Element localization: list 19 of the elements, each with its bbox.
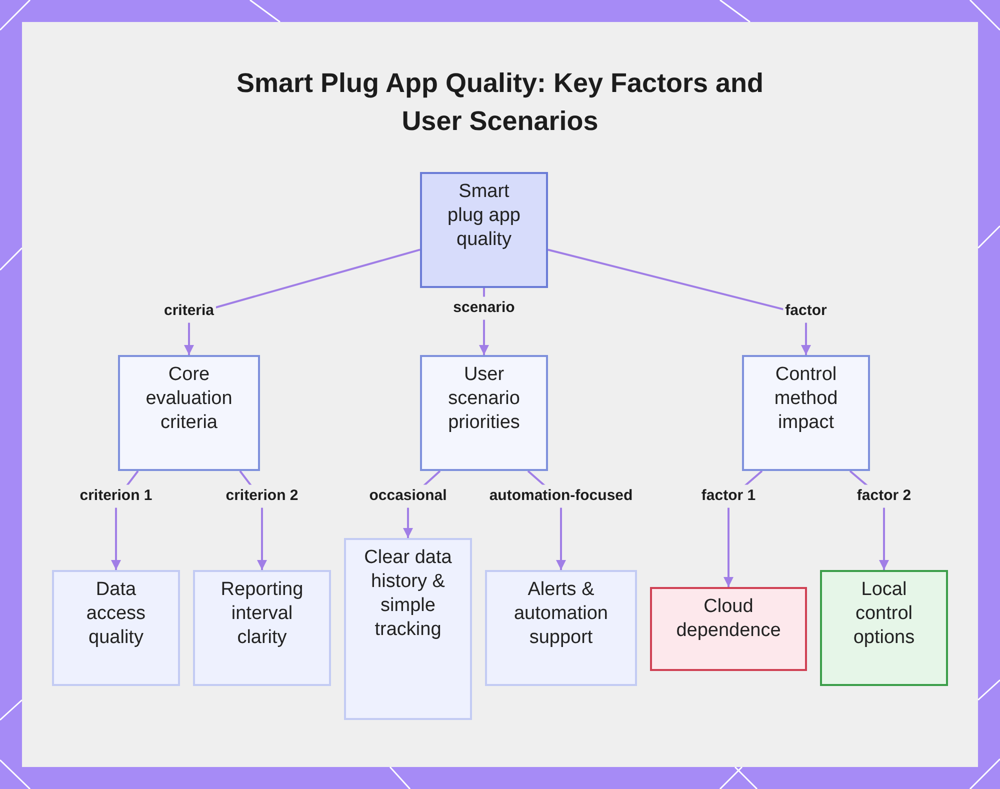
edge-label: scenario (451, 296, 517, 320)
edge-label: factor 1 (699, 484, 758, 508)
process-box: Reporting interval clarity (193, 570, 331, 686)
edge-label: criterion 1 (78, 484, 154, 508)
process-box: Local control options (820, 570, 948, 686)
edge-label: criterion 2 (224, 484, 300, 508)
process-box: Clear data history & simple tracking (344, 538, 472, 720)
title: Smart Plug App Quality: Key Factors and User Scenarios (235, 67, 765, 138)
connector-arrow (548, 248, 811, 355)
process-box: User scenario priorities (420, 355, 548, 471)
process-box: Control method impact (742, 355, 870, 471)
edge-label: factor 2 (854, 484, 914, 508)
process-box: Alerts & automation support (485, 570, 637, 686)
edge-label: automation-focused (487, 484, 635, 508)
process-box: Data access quality (52, 570, 180, 686)
process-box: Core evaluation criteria (118, 355, 260, 471)
process-box: Smart plug app quality (420, 172, 548, 288)
process-box: Cloud dependence (650, 587, 807, 671)
edge-label: occasional (367, 484, 449, 508)
